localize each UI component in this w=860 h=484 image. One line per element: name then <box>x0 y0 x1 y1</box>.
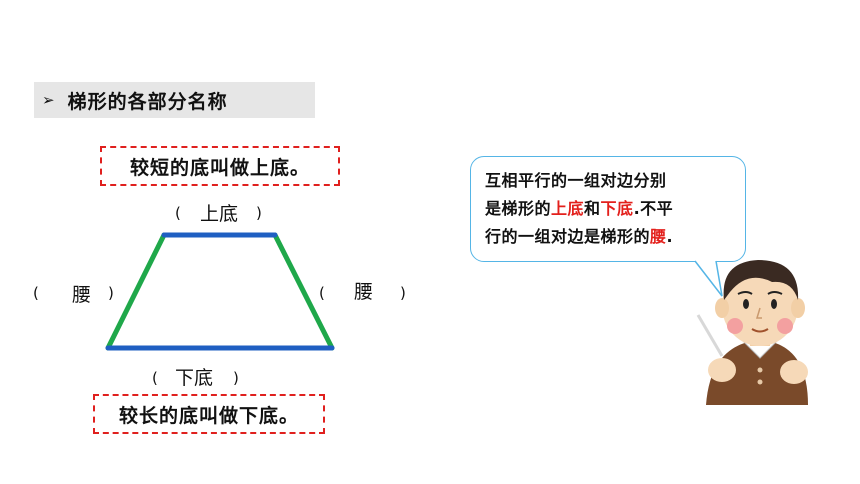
lower-base-definition-text: 较长的底叫做下底。 <box>118 404 299 427</box>
paren-close: ) <box>400 284 406 302</box>
lower-base-label: 下底 <box>175 367 214 389</box>
bubble-text: 和 <box>584 199 601 218</box>
bubble-text: 是梯形的 <box>485 199 552 218</box>
bubble-lower-base-term: 下底 <box>600 199 634 218</box>
arrow-bullet-icon: ➢ <box>42 91 56 109</box>
section-title: ➢ 梯形的各部分名称 <box>34 82 315 118</box>
upper-base-label: 上底 <box>200 203 239 225</box>
bubble-leg-term: 腰 <box>650 227 667 246</box>
paren-open: ( <box>33 284 39 302</box>
leg-right-line <box>272 232 335 351</box>
paren-open: ( <box>152 369 158 387</box>
upper-base-definition-text: 较短的底叫做上底。 <box>129 156 310 179</box>
bubble-text: . <box>666 227 674 246</box>
bubble-upper-base-term: 上底 <box>551 199 585 218</box>
paren-open: ( <box>175 204 181 222</box>
speech-bubble: 互相平行的一组对边分别 是梯形的上底和下底.不平 行的一组对边是梯形的腰. <box>470 156 746 262</box>
bubble-text: 行的一组对边是梯形的 <box>485 227 651 246</box>
bubble-line-1: 互相平行的一组对边分别 <box>485 167 733 195</box>
paren-close: ) <box>233 369 239 387</box>
upper-base-definition: 较短的底叫做上底。 <box>100 146 340 186</box>
bubble-text: 互相平行的一组对边分别 <box>485 171 667 190</box>
section-title-text: 梯形的各部分名称 <box>67 90 228 113</box>
paren-open: ( <box>319 284 325 302</box>
leg-left-line <box>105 232 167 351</box>
bubble-text: .不平 <box>633 199 674 218</box>
paren-close: ) <box>256 204 262 222</box>
bubble-line-3: 行的一组对边是梯形的腰. <box>485 223 733 251</box>
left-leg-label: 腰 <box>72 284 92 306</box>
paren-close: ) <box>108 284 114 302</box>
bubble-line-2: 是梯形的上底和下底.不平 <box>485 195 733 223</box>
right-leg-label: 腰 <box>354 281 374 303</box>
lower-base-definition: 较长的底叫做下底。 <box>93 394 325 434</box>
